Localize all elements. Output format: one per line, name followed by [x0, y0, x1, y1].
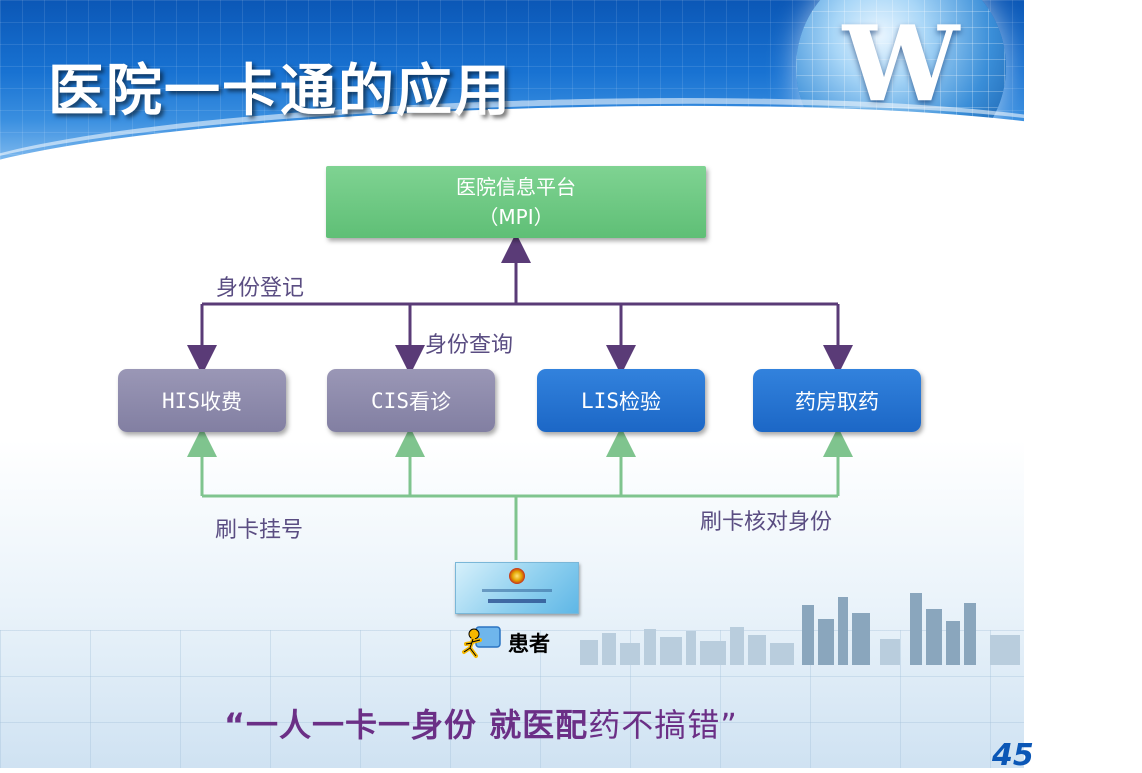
his-label: 收费 — [199, 389, 242, 414]
platform-abbr: （MPI） — [478, 205, 554, 229]
cis-label: 看诊 — [408, 389, 451, 414]
identity-query-label: 身份查询 — [425, 333, 514, 358]
patient-label: 患者 — [508, 632, 550, 656]
pharmacy-box: 药房取药 — [753, 369, 921, 432]
hospital-info-platform-box: 医院信息平台 （MPI） — [326, 166, 706, 238]
city-skyline-image — [580, 593, 1020, 665]
lis-prefix: LIS — [581, 388, 619, 413]
patient: 患者 — [462, 626, 550, 660]
social-security-card-image — [455, 562, 579, 614]
slogan-part-1: “一人一卡一身份 就医配 — [224, 706, 589, 744]
card-text-line — [482, 589, 552, 592]
globe-w-logo: W — [842, 2, 960, 125]
card-title-line — [488, 599, 546, 603]
his-prefix: HIS — [162, 388, 200, 413]
card-register-label: 刷卡挂号 — [215, 518, 304, 543]
slogan-part-2: 药不搞错” — [588, 706, 738, 744]
platform-name: 医院信息平台 — [456, 175, 576, 199]
identity-register-label: 身份登记 — [216, 276, 305, 301]
national-emblem-icon — [509, 568, 525, 584]
running-person-icon — [462, 626, 501, 658]
lis-label: 检验 — [618, 389, 661, 414]
card-verify-label: 刷卡核对身份 — [700, 510, 833, 535]
slide-title: 医院一卡通的应用 — [48, 59, 512, 124]
slide-header: W — [0, 0, 1142, 255]
slogan: “一人一卡一身份 就医配药不搞错” — [224, 700, 738, 746]
pharmacy-label: 药房取药 — [795, 389, 879, 414]
page-number: 45 — [992, 738, 1034, 773]
cis-prefix: CIS — [371, 388, 409, 413]
